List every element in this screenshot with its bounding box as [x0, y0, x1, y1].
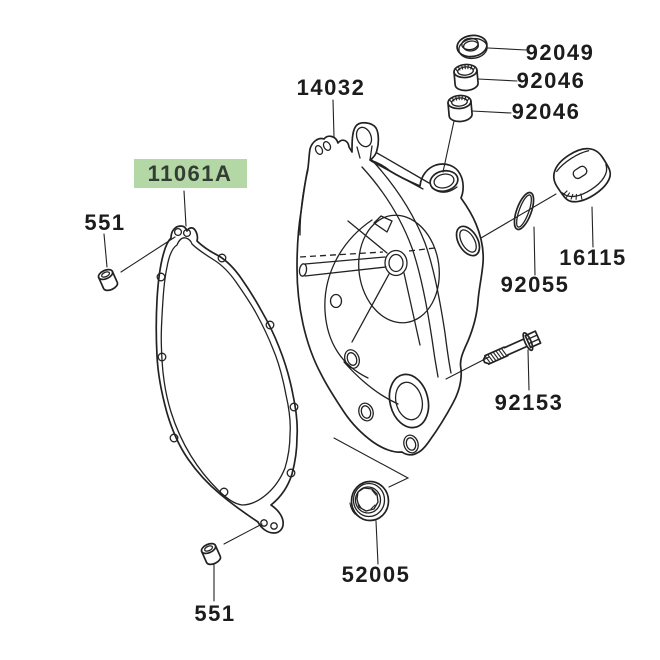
needle-bearing-upper-drawing — [453, 63, 479, 92]
label-92046-lower[interactable]: 92046 — [512, 99, 581, 124]
highlight-box — [134, 159, 247, 188]
label-551-upper[interactable]: 551 — [84, 210, 125, 235]
part-labels: 92049 92046 92046 14032 11061A 551 16115… — [84, 40, 626, 626]
grease-seal-drawing — [456, 34, 488, 60]
gasket-bolt-holes — [156, 227, 299, 530]
label-11061A-highlighted[interactable]: 11061A — [148, 161, 233, 186]
clutch-cover-drawing — [296, 122, 485, 456]
o-ring-drawing — [513, 191, 535, 231]
dowel-pin-lower-drawing — [200, 542, 222, 566]
label-52005[interactable]: 52005 — [342, 562, 411, 587]
label-14032[interactable]: 14032 — [297, 75, 366, 100]
oil-level-gauge-drawing — [349, 480, 390, 522]
needle-bearing-lower-drawing — [447, 94, 473, 123]
label-92046-upper[interactable]: 92046 — [517, 68, 586, 93]
label-92153[interactable]: 92153 — [495, 390, 564, 415]
label-551-lower[interactable]: 551 — [194, 601, 235, 626]
flange-bolt-drawing — [482, 330, 542, 365]
label-92055[interactable]: 92055 — [501, 272, 570, 297]
gasket-drawing — [155, 225, 299, 534]
label-92049[interactable]: 92049 — [526, 40, 595, 65]
oil-filler-cap-drawing — [553, 147, 612, 203]
dowel-pin-upper-drawing — [97, 268, 119, 292]
label-16115[interactable]: 16115 — [559, 245, 626, 270]
leader-lines — [103, 47, 594, 602]
